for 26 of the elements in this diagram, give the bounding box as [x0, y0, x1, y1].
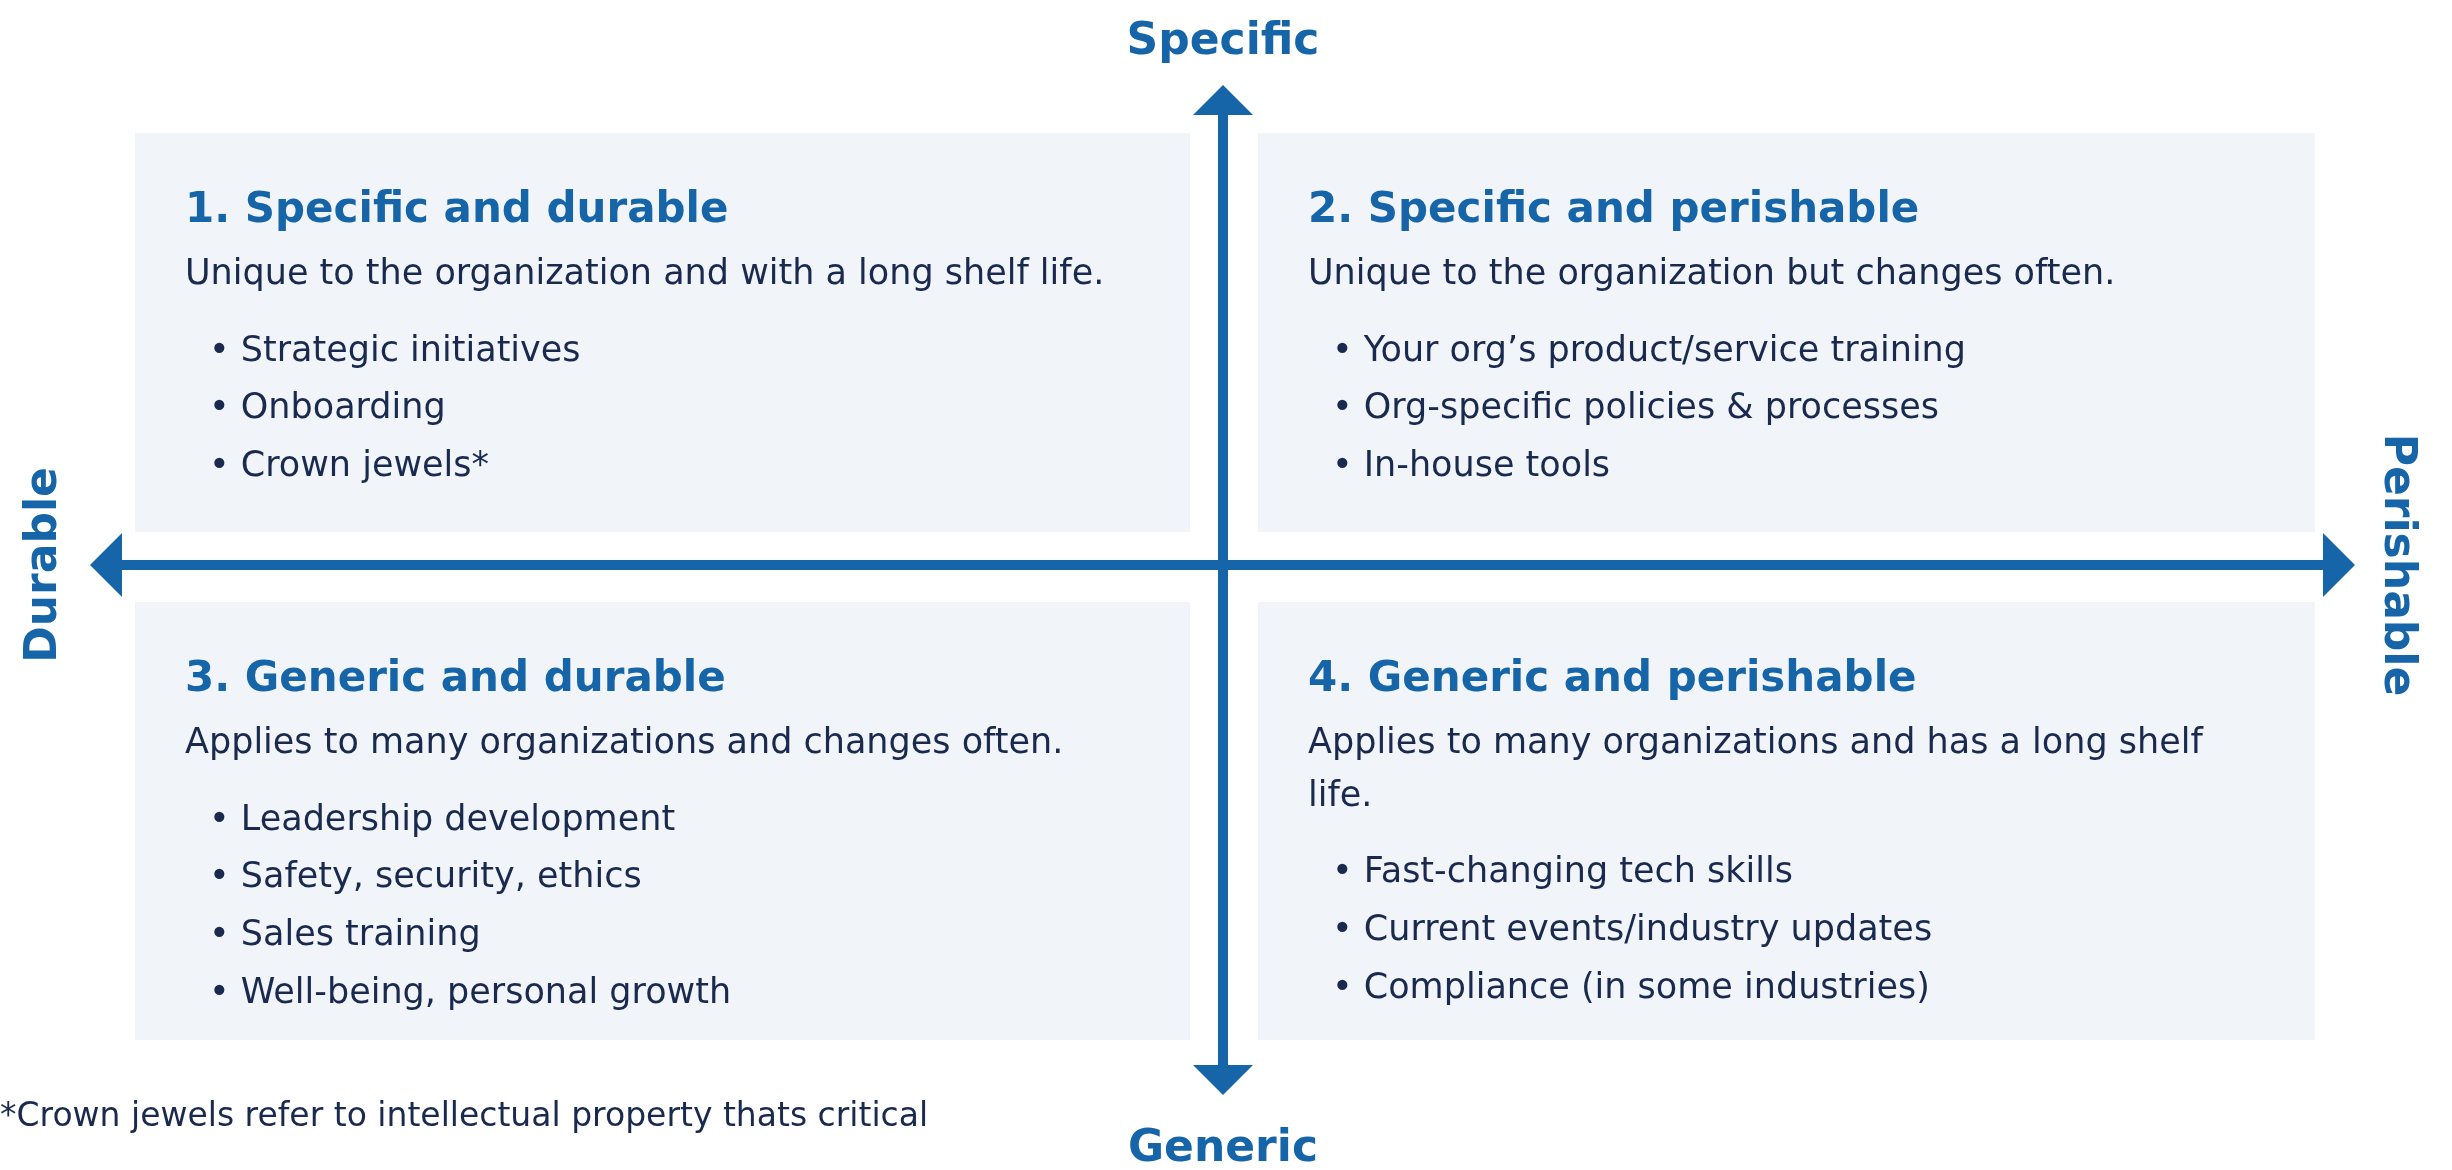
- axis-label: Specific: [1126, 12, 1320, 64]
- axis-label: Perishable: [2374, 433, 2426, 697]
- bullet-item: • Well-being, personal growth: [208, 969, 733, 1013]
- axis-label: Generic: [1128, 1119, 1318, 1170]
- footnote: *Crown jewels refer to intellectual property thats critical: [0, 1095, 929, 1134]
- quadrant-heading: 1. Specific and durable: [185, 183, 729, 232]
- bullet-item: • Leadership development: [208, 796, 677, 840]
- bullet-item: • Your org’s product/service training: [1331, 327, 1967, 371]
- bullet-item: • Org-specific policies & processes: [1331, 385, 1940, 429]
- bullet-item: • Compliance (in some industries): [1331, 964, 1931, 1008]
- axis-label: Durable: [14, 467, 66, 663]
- bullet-item: • Safety, security, ethics: [208, 854, 643, 898]
- bullet-item: • In-house tools: [1331, 443, 1612, 486]
- bullet-item: • Strategic initiatives: [208, 327, 582, 371]
- bullet-item: • Onboarding: [208, 385, 447, 429]
- bullet-item: • Fast-changing tech skills: [1331, 849, 1794, 892]
- quadrant-heading: 4. Generic and perishable: [1308, 652, 1917, 701]
- quadrant-heading: 2. Specific and perishable: [1308, 183, 1920, 232]
- quadrant-heading: 3. Generic and durable: [185, 652, 726, 701]
- quadrant-description: Applies to many organizations and has a long shelf life.: [1308, 720, 2205, 816]
- bullet-item: • Current events/industry updates: [1331, 906, 1934, 950]
- quadrant-description: Unique to the organization but changes often.: [1308, 251, 2117, 294]
- bullet-item: • Crown jewels*: [208, 443, 491, 486]
- quadrant-description: Applies to many organizations and changes often.: [185, 720, 1065, 763]
- quadrant-description: Unique to the organization and with a long shelf life.: [185, 251, 1106, 294]
- bullet-item: • Sales training: [208, 912, 482, 955]
